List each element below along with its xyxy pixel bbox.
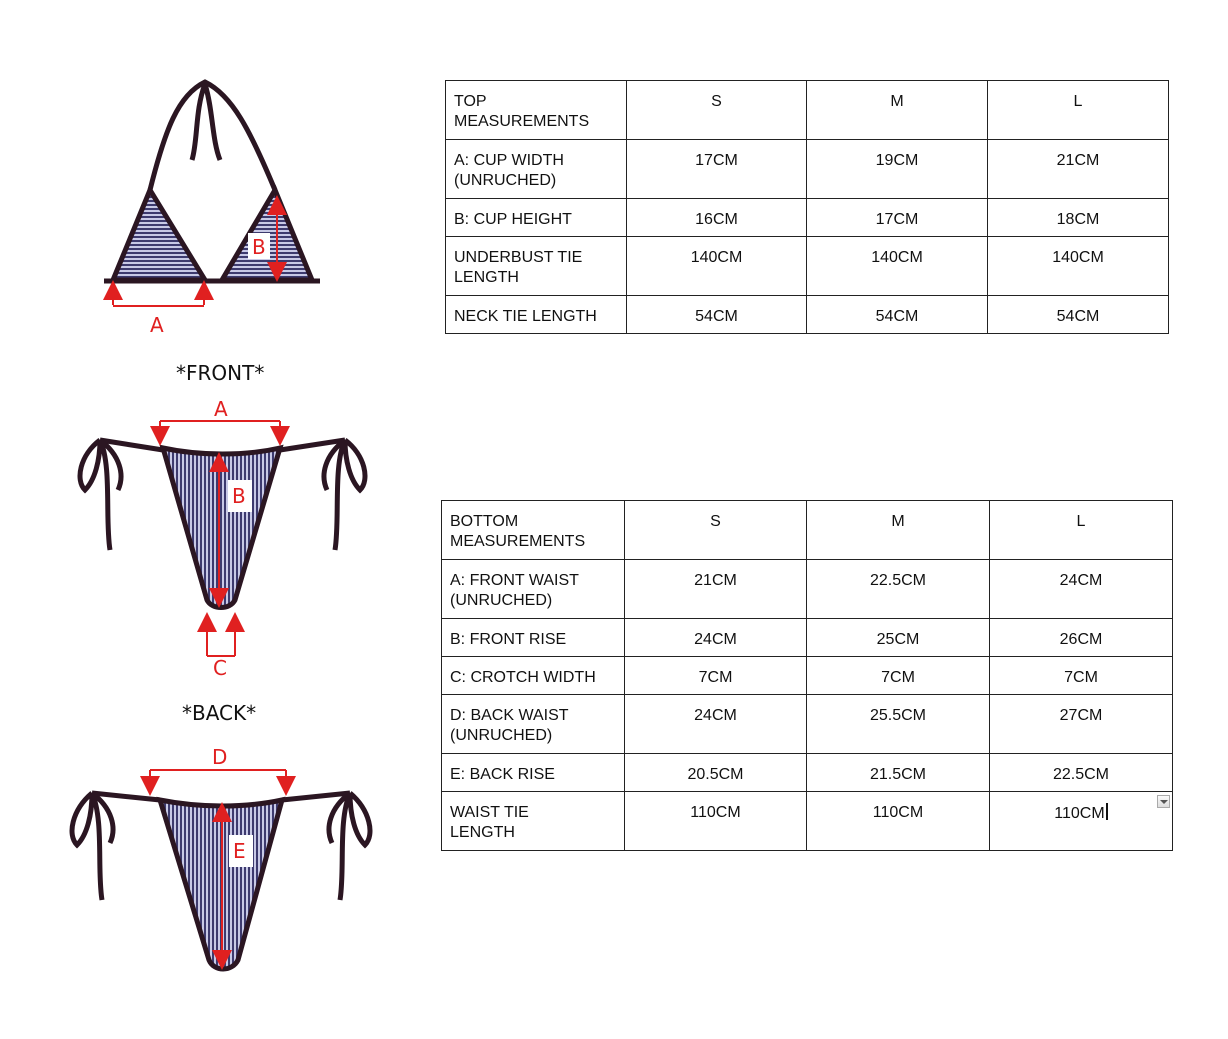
table-cell[interactable]: B: FRONT RISE — [441, 618, 625, 657]
cell-dropdown-button[interactable] — [1157, 795, 1170, 808]
marker-e-back: E — [233, 839, 246, 863]
table-cell[interactable]: 16CM — [626, 198, 807, 237]
marker-b-top: B — [252, 235, 266, 259]
table-header-row: BOTTOM MEASUREMENTS S M L — [441, 500, 1173, 560]
front-panel — [159, 444, 284, 610]
table-cell[interactable]: 25CM — [806, 618, 990, 657]
header-cell[interactable]: M — [806, 80, 988, 140]
table-cell[interactable]: 21CM — [624, 559, 807, 619]
table-row: D: BACK WAIST (UNRUCHED) 24CM 25.5CM 27C… — [441, 694, 1173, 754]
table-cell[interactable]: E: BACK RISE — [441, 753, 625, 792]
table-cell[interactable]: 17CM — [626, 139, 807, 199]
bottom-measurements-table: BOTTOM MEASUREMENTS S M L A: FRONT WAIST… — [441, 500, 1173, 851]
table-cell[interactable]: A: CUP WIDTH (UNRUCHED) — [445, 139, 627, 199]
table-row: E: BACK RISE 20.5CM 21.5CM 22.5CM — [441, 753, 1173, 792]
table-row: NECK TIE LENGTH 54CM 54CM 54CM — [445, 295, 1169, 334]
marker-d-back: D — [212, 745, 227, 769]
table-cell[interactable]: 19CM — [806, 139, 988, 199]
table-cell[interactable]: C: CROTCH WIDTH — [441, 656, 625, 695]
table-cell[interactable]: 22.5CM — [989, 753, 1173, 792]
table-row: UNDERBUST TIE LENGTH 140CM 140CM 140CM — [445, 236, 1169, 296]
table-cell[interactable]: 22.5CM — [806, 559, 990, 619]
table-cell[interactable]: 7CM — [989, 656, 1173, 695]
table-cell[interactable]: UNDERBUST TIE LENGTH — [445, 236, 627, 296]
text-cursor — [1105, 803, 1108, 820]
header-cell[interactable]: BOTTOM MEASUREMENTS — [441, 500, 625, 560]
table-cell[interactable]: 110CM — [806, 791, 990, 851]
table-row: B: FRONT RISE 24CM 25CM 26CM — [441, 618, 1173, 657]
table-cell[interactable]: 24CM — [624, 618, 807, 657]
left-cup — [109, 184, 210, 283]
table-cell[interactable]: 20.5CM — [624, 753, 807, 792]
marker-a-front: A — [214, 397, 228, 421]
marker-b-front: B — [232, 484, 246, 508]
table-cell[interactable]: B: CUP HEIGHT — [445, 198, 627, 237]
active-cell[interactable]: 110CM — [989, 791, 1173, 851]
header-cell[interactable]: S — [624, 500, 807, 560]
table-cell[interactable]: D: BACK WAIST (UNRUCHED) — [441, 694, 625, 754]
table-row: A: FRONT WAIST (UNRUCHED) 21CM 22.5CM 24… — [441, 559, 1173, 619]
table-cell[interactable]: 7CM — [806, 656, 990, 695]
front-label: *FRONT* — [176, 361, 264, 385]
table-row: B: CUP HEIGHT 16CM 17CM 18CM — [445, 198, 1169, 237]
table-cell[interactable]: 26CM — [989, 618, 1173, 657]
table-cell[interactable]: 54CM — [987, 295, 1169, 334]
marker-c-front: C — [213, 656, 227, 680]
header-cell[interactable]: L — [987, 80, 1169, 140]
table-cell[interactable]: A: FRONT WAIST (UNRUCHED) — [441, 559, 625, 619]
header-cell[interactable]: M — [806, 500, 990, 560]
front-bottom-diagram: A B C — [77, 397, 368, 680]
table-cell[interactable]: NECK TIE LENGTH — [445, 295, 627, 334]
table-cell[interactable]: 18CM — [987, 198, 1169, 237]
table-row: A: CUP WIDTH (UNRUCHED) 17CM 19CM 21CM — [445, 139, 1169, 199]
table-cell[interactable]: 140CM — [987, 236, 1169, 296]
table-cell[interactable]: 54CM — [806, 295, 988, 334]
back-bottom-diagram: D E — [69, 745, 373, 972]
table-cell[interactable]: 27CM — [989, 694, 1173, 754]
table-cell: 110CM — [1054, 805, 1105, 822]
table-cell[interactable]: 24CM — [624, 694, 807, 754]
table-row: WAIST TIE LENGTH 110CM 110CM 110CM — [441, 791, 1173, 851]
table-cell[interactable]: 21.5CM — [806, 753, 990, 792]
top-measurements-table: TOP MEASUREMENTS S M L A: CUP WIDTH (UNR… — [445, 80, 1169, 334]
header-cell[interactable]: L — [989, 500, 1173, 560]
header-cell[interactable]: TOP MEASUREMENTS — [445, 80, 627, 140]
table-cell[interactable]: 24CM — [989, 559, 1173, 619]
table-cell[interactable]: 25.5CM — [806, 694, 990, 754]
garment-diagrams: A B *FRONT* A B C *BACK* — [69, 79, 373, 972]
header-cell[interactable]: S — [626, 80, 807, 140]
table-row: C: CROTCH WIDTH 7CM 7CM 7CM — [441, 656, 1173, 695]
table-header-row: TOP MEASUREMENTS S M L — [445, 80, 1169, 140]
table-cell[interactable]: 110CM — [624, 791, 807, 851]
bikini-top-diagram: A B — [103, 79, 320, 337]
table-cell[interactable]: 140CM — [626, 236, 807, 296]
table-cell[interactable]: 17CM — [806, 198, 988, 237]
table-cell[interactable]: 54CM — [626, 295, 807, 334]
table-cell[interactable]: WAIST TIE LENGTH — [441, 791, 625, 851]
table-cell[interactable]: 140CM — [806, 236, 988, 296]
table-cell[interactable]: 7CM — [624, 656, 807, 695]
table-cell[interactable]: 21CM — [987, 139, 1169, 199]
marker-a-top: A — [150, 313, 164, 337]
back-label: *BACK* — [182, 701, 256, 725]
